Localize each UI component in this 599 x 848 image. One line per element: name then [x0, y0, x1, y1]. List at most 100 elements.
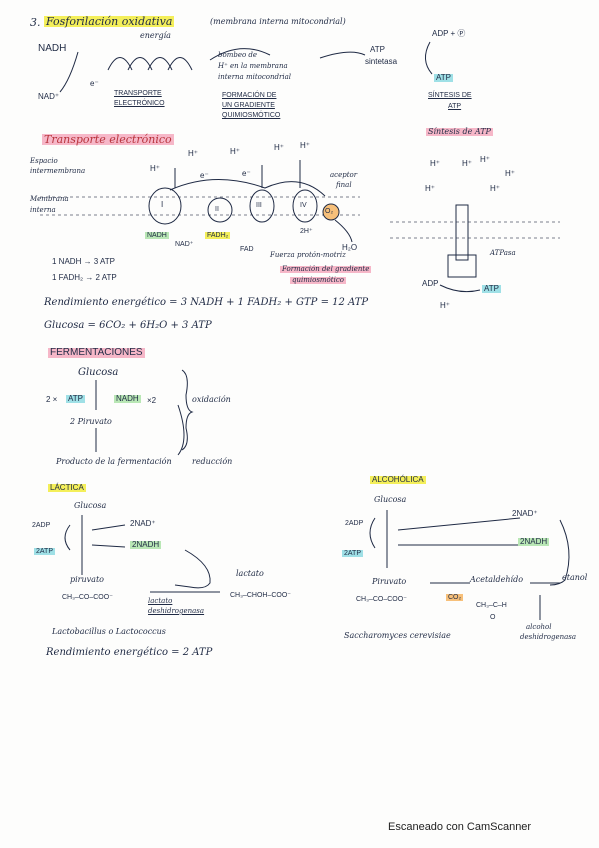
sintesis-1: SÍNTESIS DE	[428, 92, 472, 99]
lactica-nadh: 2NADH	[130, 540, 162, 549]
section-title: Fosforilación oxidativa	[44, 15, 175, 28]
lactic-nad-loop	[91, 524, 126, 548]
glucosa-equation: Glucosa = 6CO₂ + 6H₂O + 3 ATP	[44, 320, 212, 331]
ferm-reduccion: reducción	[192, 457, 233, 466]
synthase-proton: H⁺	[430, 159, 440, 168]
fuerza-label: Fuerza protón-motriz	[270, 251, 346, 259]
membrana-2: interna	[30, 206, 56, 214]
alc-enzima-2: deshidrogenasa	[520, 633, 577, 641]
bombeo-3: interna mitocondrial	[218, 73, 291, 81]
aceptor-1: aceptor	[330, 171, 358, 179]
complex-i-label: I	[161, 200, 164, 209]
transport-label-2: ELECTRÓNICO	[114, 100, 165, 107]
ferm-producto: Producto de la fermentación	[56, 457, 172, 466]
complex-iii-label: III	[256, 202, 262, 209]
alc-nad-loop	[397, 517, 521, 546]
alc-adp: 2ADP	[345, 520, 364, 527]
alc-atp: 2ATP	[342, 550, 363, 557]
complex-ii-label: II	[215, 206, 219, 213]
aceptor-2: final	[336, 181, 352, 189]
alc-organismo: Saccharomyces cerevisiae	[344, 631, 451, 640]
synthase-proton-bottom: H⁺	[440, 301, 450, 310]
lactica-atp: 2ATP	[34, 548, 55, 555]
tr-nad-plus: NAD⁺	[175, 241, 194, 248]
atp-synthase-stalk	[455, 204, 469, 261]
formacion-2: UN GRADIENTE	[222, 102, 275, 109]
o2-to-h2o-arrow	[334, 219, 353, 243]
electron-path	[169, 179, 326, 197]
overview-nadh: NADH	[38, 43, 67, 54]
alc-nadh: 2NADH	[518, 537, 550, 546]
ferm-x2: ×2	[147, 396, 157, 405]
espacio-1: Espacio	[30, 157, 58, 165]
alc-glucosa: Glucosa	[374, 495, 407, 504]
ferm-piruvato: 2 Piruvato	[70, 417, 112, 426]
reduction-arc	[177, 404, 185, 456]
sintesis-heading: Síntesis de ATP	[426, 127, 493, 136]
alc-atp-arrow	[369, 517, 376, 549]
ferm-atp-prefix: 2 ×	[46, 395, 58, 404]
lactica-lactato: lactato	[236, 569, 264, 578]
synthase-proton: H⁺	[462, 159, 472, 168]
overview-arrow	[209, 48, 271, 61]
lactic-cycle	[174, 549, 211, 589]
synthase-atp: ATP	[482, 284, 501, 293]
lactica-lactato-formula: CH₃–CHOH–COO⁻	[230, 592, 291, 599]
formacion-1: FORMACIÓN DE	[222, 92, 277, 99]
transporte-heading: Transporte electrónico	[42, 133, 174, 146]
alc-acetaldehido: Acetaldehído	[470, 575, 524, 584]
lactica-piruvato: piruvato	[70, 575, 104, 584]
lactica-nad: 2NAD⁺	[130, 519, 156, 528]
ferm-atp: ATP	[66, 394, 85, 403]
ferm-oxidacion: oxidación	[192, 395, 231, 404]
overview-arrow	[319, 51, 366, 59]
h2o-label: H₂O	[342, 243, 358, 252]
ferm-nadh: NADH	[114, 394, 141, 403]
formacion-3: QUIMIOSMÓTICO	[222, 112, 281, 119]
proton-label: H⁺	[230, 147, 240, 156]
lactica-organismos: Lactobacillus o Lactococcus	[52, 627, 166, 636]
synthase-proton: H⁺	[480, 155, 490, 164]
electron-label: e⁻	[200, 171, 209, 180]
bombeo-2: H⁺ en la membrana	[218, 62, 288, 70]
proton-label: H⁺	[188, 149, 198, 158]
lactic-atp-arrow	[64, 524, 71, 551]
alc-cycle	[549, 519, 570, 586]
oxidation-brace	[181, 369, 194, 451]
alcoholica-heading: ALCOHÓLICA	[370, 475, 426, 484]
overview-energia: energía	[140, 31, 171, 40]
transport-label-1: TRANSPORTE	[114, 90, 162, 97]
energy-arc	[167, 57, 193, 71]
lactica-glucosa: Glucosa	[74, 501, 107, 510]
alc-piruvato: Piruvato	[372, 577, 407, 586]
membrana-1: Membrana	[30, 195, 69, 203]
equation-fadh2: 1 FADH₂ → 2 ATP	[52, 273, 117, 282]
fermentaciones-heading: FERMENTACIONES	[48, 347, 145, 358]
equation-nadh: 1 NADH → 3 ATP	[52, 257, 115, 266]
lactica-enzima-2: deshidrogenasa	[148, 607, 205, 615]
gradiente-1: Formación del gradiente	[280, 265, 372, 273]
tr-nadh: NADH	[145, 232, 169, 239]
lactica-heading: LÁCTICA	[48, 483, 86, 492]
synthase-proton: H⁺	[490, 184, 500, 193]
o2-circle	[322, 203, 340, 221]
section-subtitle: (membrana interna mitocondrial)	[210, 17, 346, 26]
complex-i-shape	[148, 187, 182, 225]
adp-to-atp-arrow-synthase	[439, 284, 481, 293]
espacio-2: intermembrana	[30, 167, 86, 175]
overview-nad-plus: NAD⁺	[38, 92, 60, 101]
proton-label: H⁺	[300, 141, 310, 150]
alc-enzima-1: alcohol	[526, 623, 552, 631]
scanner-watermark: Escaneado con CamScanner	[388, 821, 532, 833]
o2-label: O₂	[325, 208, 334, 215]
lactica-piruvato-formula: CH₃–CO–COO⁻	[62, 594, 113, 601]
overview-atp: ATP	[434, 73, 453, 82]
gradiente-2: quimiosmótico	[290, 276, 346, 284]
lactica-adp: 2ADP	[32, 522, 51, 529]
two-h-label: 2H⁺	[300, 228, 313, 235]
synthase-proton: H⁺	[505, 169, 515, 178]
tr-fadh2: FADH₂	[205, 232, 231, 239]
sintesis-2: ATP	[448, 103, 462, 110]
